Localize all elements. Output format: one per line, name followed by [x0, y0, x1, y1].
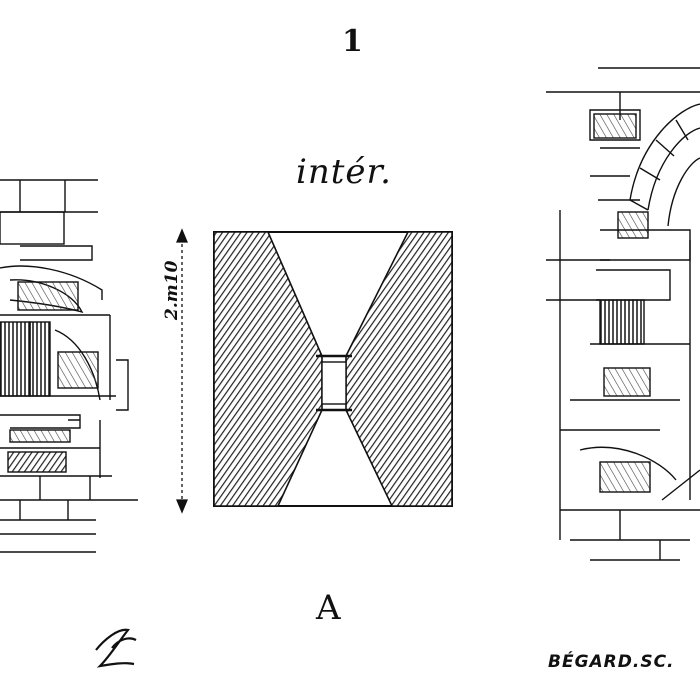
plate-letter: A [316, 588, 341, 628]
section-label: intér. [296, 152, 392, 192]
right-arch-elevation [546, 67, 700, 561]
dimension-line [176, 228, 188, 514]
left-masonry-elevation [0, 179, 138, 553]
engraver-signature: BÉGARD.SC. [548, 652, 675, 672]
dimension-label: 2.m10 [162, 260, 182, 320]
left-mark [95, 628, 137, 668]
window-section-A [213, 231, 453, 507]
slot-opening [321, 361, 347, 405]
figure-number: 1 [342, 24, 363, 59]
